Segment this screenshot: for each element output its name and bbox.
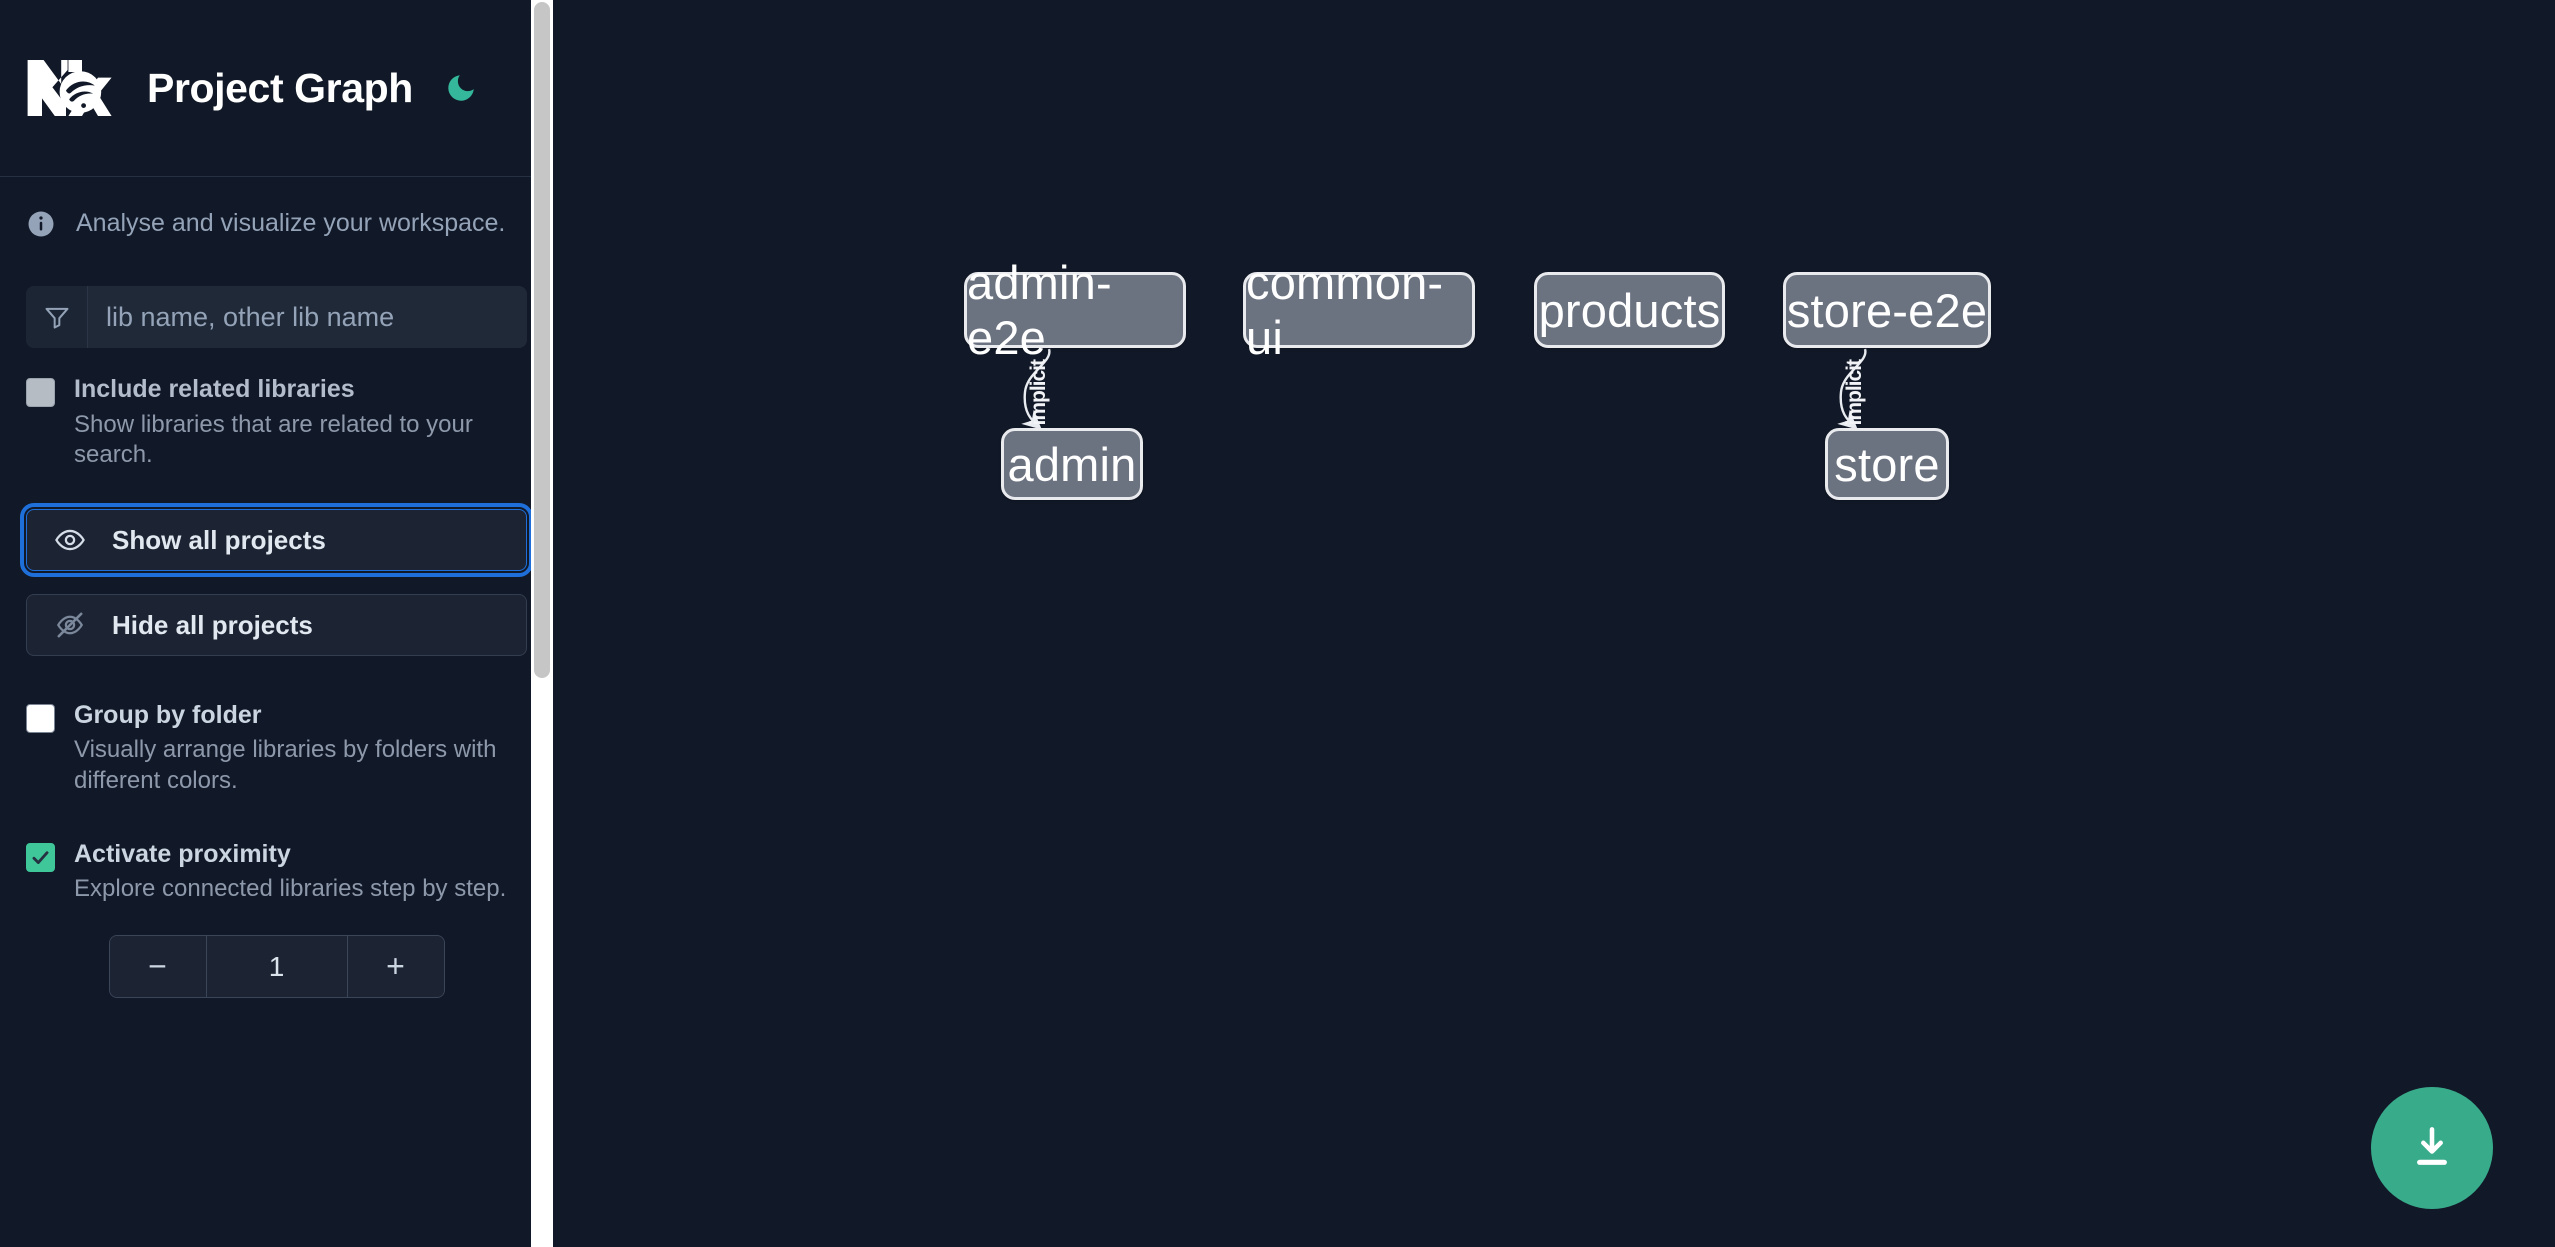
node-label: products: [1538, 283, 1721, 337]
graph-edges: [1021, 348, 1867, 430]
option-body: Activate proximity Explore connected lib…: [74, 839, 506, 905]
download-icon: [2417, 1127, 2447, 1165]
option-description: Visually arrange libraries by folders wi…: [74, 736, 497, 795]
tagline-text: Analyse and visualize your workspace.: [76, 209, 506, 237]
eye-off-icon: [56, 612, 84, 638]
sidebar-scrollbar-thumb[interactable]: [534, 2, 550, 678]
proximity-decrement-button[interactable]: −: [109, 936, 207, 998]
option-body: Include related libraries Show libraries…: [74, 374, 526, 471]
option-label: Activate proximity: [74, 839, 291, 868]
hide-all-projects-label: Hide all projects: [112, 609, 313, 640]
graph-node-products[interactable]: products: [1534, 272, 1725, 348]
node-label: store: [1834, 437, 1940, 491]
funnel-icon: [45, 307, 68, 329]
graph-node-store-e2e[interactable]: store-e2e: [1783, 272, 1991, 348]
checkbox-activate-proximity[interactable]: [26, 842, 55, 872]
graph-node-admin-e2e[interactable]: admin-e2e: [964, 256, 1186, 364]
search-input[interactable]: [88, 286, 527, 348]
search-field[interactable]: [26, 286, 527, 348]
proximity-increment-button[interactable]: +: [346, 936, 444, 998]
show-all-projects-label: Show all projects: [112, 524, 326, 555]
option-activate-proximity[interactable]: Activate proximity Explore connected lib…: [0, 797, 553, 905]
node-label: store-e2e: [1786, 283, 1988, 337]
project-visibility-buttons: Show all projects Hide all projects: [20, 502, 533, 656]
option-description: Explore connected libraries step by step…: [74, 875, 507, 903]
graph-node-admin[interactable]: admin: [1001, 428, 1143, 500]
moon-icon: [448, 75, 474, 101]
option-body: Group by folder Visually arrange librari…: [74, 700, 526, 797]
graph-node-store[interactable]: store: [1825, 428, 1949, 500]
download-graph-button[interactable]: [2371, 1087, 2493, 1209]
option-label: Group by folder: [74, 700, 262, 729]
proximity-stepper-wrap: − 1 +: [26, 935, 527, 999]
sidebar-scrollbar-track[interactable]: [531, 0, 553, 1247]
node-label: admin-e2e: [967, 256, 1112, 364]
graph-node-common-ui[interactable]: common-ui: [1243, 256, 1475, 364]
info-icon: [28, 211, 54, 236]
node-label: admin: [1007, 437, 1137, 491]
theme-toggle-button[interactable]: [439, 66, 483, 110]
edge-store-e2e-store: [1837, 348, 1867, 430]
checkmark-icon: [32, 851, 49, 864]
show-all-projects-button[interactable]: Show all projects: [20, 502, 533, 577]
nx-logo-icon: [27, 60, 112, 116]
hide-all-projects-button[interactable]: Hide all projects: [26, 593, 527, 656]
option-group-by-folder[interactable]: Group by folder Visually arrange librari…: [0, 656, 553, 797]
page-title: Project Graph: [147, 64, 413, 111]
option-include-related-libraries[interactable]: Include related libraries Show libraries…: [0, 348, 553, 471]
proximity-stepper: − 1 +: [108, 935, 445, 999]
checkbox-include-related-libraries[interactable]: [26, 378, 55, 407]
edge-label-store: implicit: [1843, 360, 1866, 426]
filter-icon-box: [26, 286, 88, 348]
sidebar-header: Project Graph: [0, 0, 553, 177]
node-label: common-ui: [1246, 256, 1444, 364]
option-label: Include related libraries: [74, 375, 355, 403]
sidebar: Project Graph Analyse and visualize your…: [0, 0, 553, 1247]
option-description: Show libraries that are related to your …: [74, 410, 473, 469]
tagline: Analyse and visualize your workspace.: [0, 177, 553, 270]
edge-label-admin: implicit: [1027, 360, 1050, 426]
graph-canvas[interactable]: implicit implicit admin-e2e common-ui pr…: [553, 0, 2555, 1247]
eye-icon: [55, 529, 85, 551]
proximity-value: 1: [206, 936, 347, 998]
checkbox-group-by-folder[interactable]: [26, 703, 55, 733]
